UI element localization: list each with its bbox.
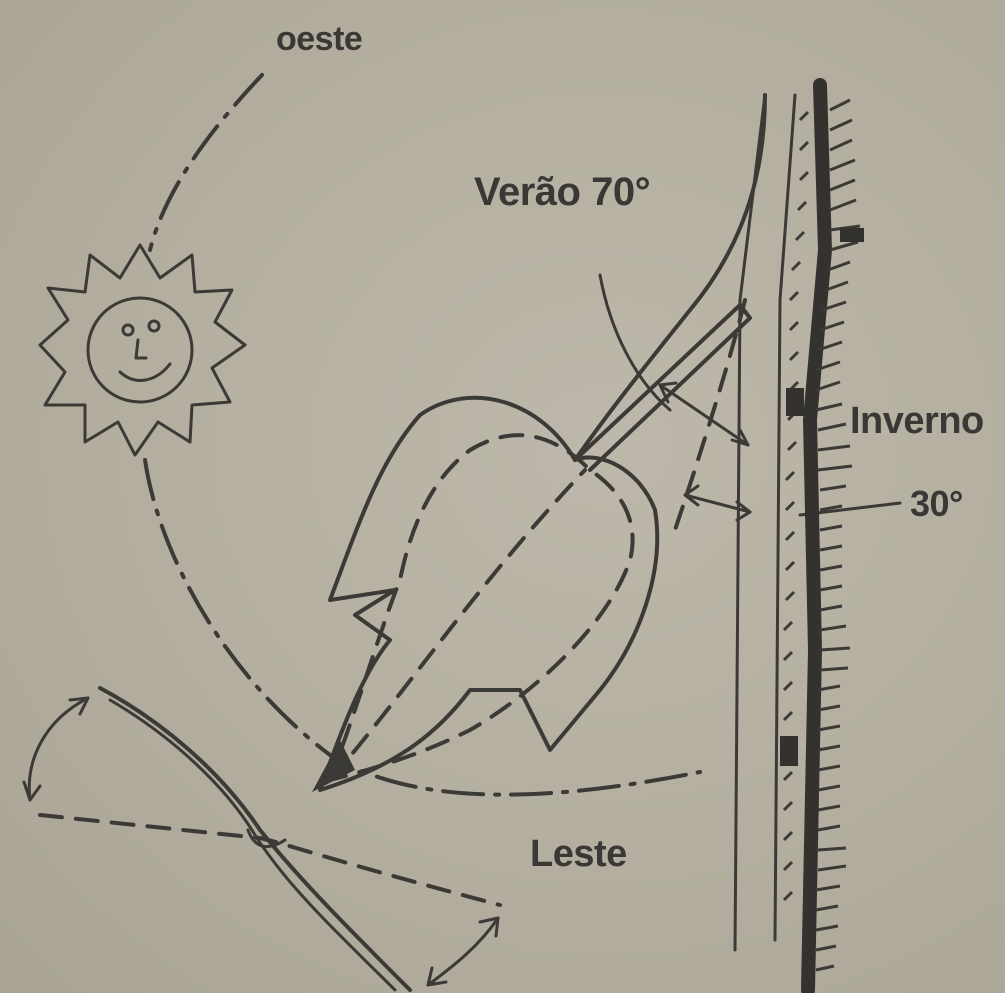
winter-angle-label: 30° [910,483,963,525]
winter-angle-arrow [685,486,750,520]
summer-angle-label: Verão 70° [474,170,650,215]
horizontal-dashed-reference [40,815,500,905]
sun-icon [40,245,245,455]
inner-vertical-line [775,95,795,940]
summer-angle-arrow [660,383,748,445]
winter-label: Inverno [850,400,984,443]
sun-arc-path-lower [145,460,700,795]
wall-notch-2 [780,736,798,766]
summer-arc [600,275,670,410]
stem-curve [575,95,765,460]
lower-right-angle-arrow [428,918,498,985]
wall-notch-3 [840,228,864,242]
thin-vertical-line [735,95,765,950]
lower-left-angle-arrow [24,698,88,800]
lower-branch-inner [110,700,395,990]
wall-trunk [808,85,825,990]
sun-arc-path [150,75,262,250]
west-label: oeste [276,20,362,59]
wall-notch-1 [786,388,804,416]
east-label: Leste [530,833,627,876]
